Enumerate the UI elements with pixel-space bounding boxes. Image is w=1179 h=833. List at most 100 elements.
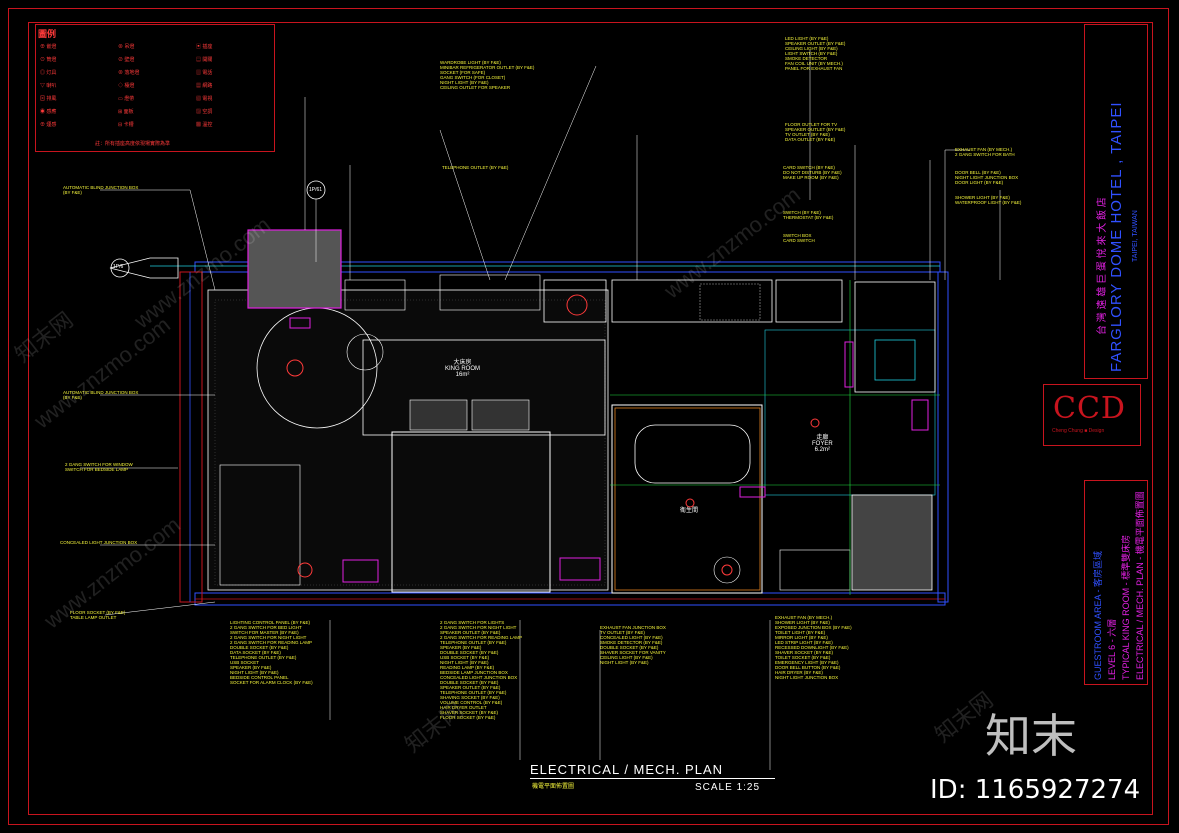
king-room-en: KING ROOM <box>445 366 481 372</box>
legend-item: ⊗ 吊燈 <box>118 44 135 50</box>
note-junction-1: AUTOMATIC BLIND JUNCTION BOX(BY F&E) <box>63 185 139 195</box>
note-floor-socket: FLOOR SOCKET (BY F&E)TABLE LAMP OUTLET <box>70 610 126 620</box>
note-telephone: TELEPHONE OUTLET (BY F&E) <box>442 165 509 170</box>
note-top-right-4: SWITCH (BY F&E)THERMOSTAT (BY F&E) <box>783 210 834 220</box>
foyer-area: 6.2m² <box>814 447 830 453</box>
title-block-hotel <box>1084 24 1148 379</box>
legend-item: ◉ 感應 <box>40 109 57 115</box>
marker-left-label: 1P/6 <box>113 264 124 270</box>
fixture-6 <box>685 498 695 508</box>
left-wall <box>179 271 203 603</box>
panel-3 <box>844 341 854 388</box>
leader-lines <box>80 50 1001 770</box>
legend-item: ⊕ 嵌燈 <box>40 44 57 50</box>
king-room-cn: 大床房 <box>453 360 472 366</box>
socket-3 <box>559 557 601 581</box>
entry-closet <box>854 281 936 393</box>
legend-item: ⊠ 排風 <box>40 96 57 102</box>
hotel-location: TAIPEI, TAIWAN <box>1132 210 1139 262</box>
note-concealed: CONCEALED LIGHT JUNCTION BOX <box>60 540 138 545</box>
legend-item: ▥ 電話 <box>196 70 213 76</box>
plan-title-underline <box>530 778 775 779</box>
legend-item: ▭ 燈帶 <box>118 96 135 102</box>
legend-item: ▽ 喇叭 <box>40 83 57 89</box>
socket-1 <box>289 317 311 329</box>
bathtub <box>634 424 751 484</box>
project-line: LEVEL 6 - 六層 <box>1107 618 1117 680</box>
brand-logo: 知末 <box>985 709 1077 763</box>
legend-item: ⊙ 筒燈 <box>40 57 57 63</box>
firm-sub: Cheng Chung ■ Design <box>1052 428 1105 434</box>
corridor-marker <box>109 257 179 279</box>
round-table-inner <box>346 333 384 371</box>
project-line: TYPICAL KING ROOM - 標準雙床房 <box>1121 534 1131 680</box>
legend-item: ◇ 檯燈 <box>118 83 135 89</box>
closet <box>611 279 773 323</box>
legend-item: ▧ 電視 <box>196 96 213 102</box>
closet-shelves <box>699 283 761 321</box>
wardrobe-2 <box>439 274 541 311</box>
title-block-project <box>1084 480 1148 685</box>
pillow-left <box>409 399 468 431</box>
foyer-en: FOYER <box>812 441 833 447</box>
fixture-2 <box>566 294 588 316</box>
fixture-1 <box>286 359 304 377</box>
room-label-bath: 衛生間 <box>680 508 699 514</box>
plan-subtitle: 機電平面佈置圖 <box>532 784 575 790</box>
legend-item: ⊞ 面板 <box>118 109 134 115</box>
project-line: ELECTRICAL / MECH. PLAN - 機電平面佈置圖 <box>1135 491 1145 680</box>
headboard <box>362 339 606 436</box>
panel-1 <box>739 486 766 498</box>
legend-item: ⊟ 卡槽 <box>118 122 134 128</box>
right-wall <box>937 271 949 603</box>
axis-marker-left <box>110 258 130 278</box>
legend-item: ⊕ 煙感 <box>40 122 57 128</box>
note-top-right-3: CARD SWITCH (BY F&E)DO NOT DISTURB (BY F… <box>783 165 842 180</box>
fixture-3 <box>297 562 313 578</box>
panel-2 <box>911 399 929 431</box>
note-entry-1: EXHAUST FAN (BY MECH.)2 GANG SWITCH FOR … <box>955 147 1015 157</box>
note-wardrobe: WARDROBE LIGHT (BY F&E)MINIBAR REFRIGERA… <box>440 60 535 90</box>
drawing-inner-frame <box>28 22 1153 815</box>
foyer-cn: 走廊 <box>816 435 829 441</box>
room-label-king: 大床房 KING ROOM 16m² <box>445 357 480 378</box>
closet-right <box>775 279 843 323</box>
wardrobe-1 <box>344 279 406 311</box>
legend-item: ▩ 溫控 <box>196 122 213 128</box>
hotel-name-en: FARGLORY DOME HOTEL , TAIPEI <box>1108 101 1125 372</box>
socket-2 <box>342 559 379 583</box>
toilet <box>713 556 741 584</box>
king-room-area: 16m² <box>455 372 470 378</box>
note-bottom-left: LIGHTING CONTROL PANEL (BY F&E)2 GANG SW… <box>230 620 313 685</box>
legend-item: ◎ 灯具 <box>40 70 57 76</box>
image-id: ID: 1165927274 <box>930 775 1141 805</box>
shaft-block <box>247 229 342 309</box>
bathroom <box>611 404 763 594</box>
vanity <box>779 549 851 591</box>
shower <box>851 494 933 591</box>
note-entry-2: DOOR BELL (BY F&E)NIGHT LIGHT JUNCTION B… <box>955 170 1019 185</box>
legend-item: ▤ 開關 <box>196 57 213 63</box>
minibar <box>543 279 607 323</box>
desk <box>219 464 301 586</box>
note-junction-2: AUTOMATIC BLIND JUNCTION BOX(BY F&E) <box>63 390 139 400</box>
legend-item: ⊗ 落地燈 <box>118 70 140 76</box>
entry-core <box>874 339 916 381</box>
firm-logo: CCD <box>1053 391 1126 426</box>
bathroom-orange-wall <box>614 407 761 591</box>
project-line: GUESTROOM AREA - 客房區域 <box>1093 550 1103 680</box>
king-room-floor <box>207 289 609 591</box>
note-bottom-right: EXHAUST FAN (BY MECH.)SHOWER LIGHT (BY F… <box>775 615 852 680</box>
legend-title: 圖例 <box>38 29 57 39</box>
hotel-name-cn: 台 灣 遠 雄 巨 蛋 悅 來 大 飯 店 <box>1097 197 1108 335</box>
room-floor-texture <box>214 299 606 586</box>
drawing-outer-frame <box>8 8 1169 825</box>
fixture-4 <box>721 564 733 576</box>
room-label-foyer: 走廊 FOYER 6.2m² <box>812 432 833 453</box>
